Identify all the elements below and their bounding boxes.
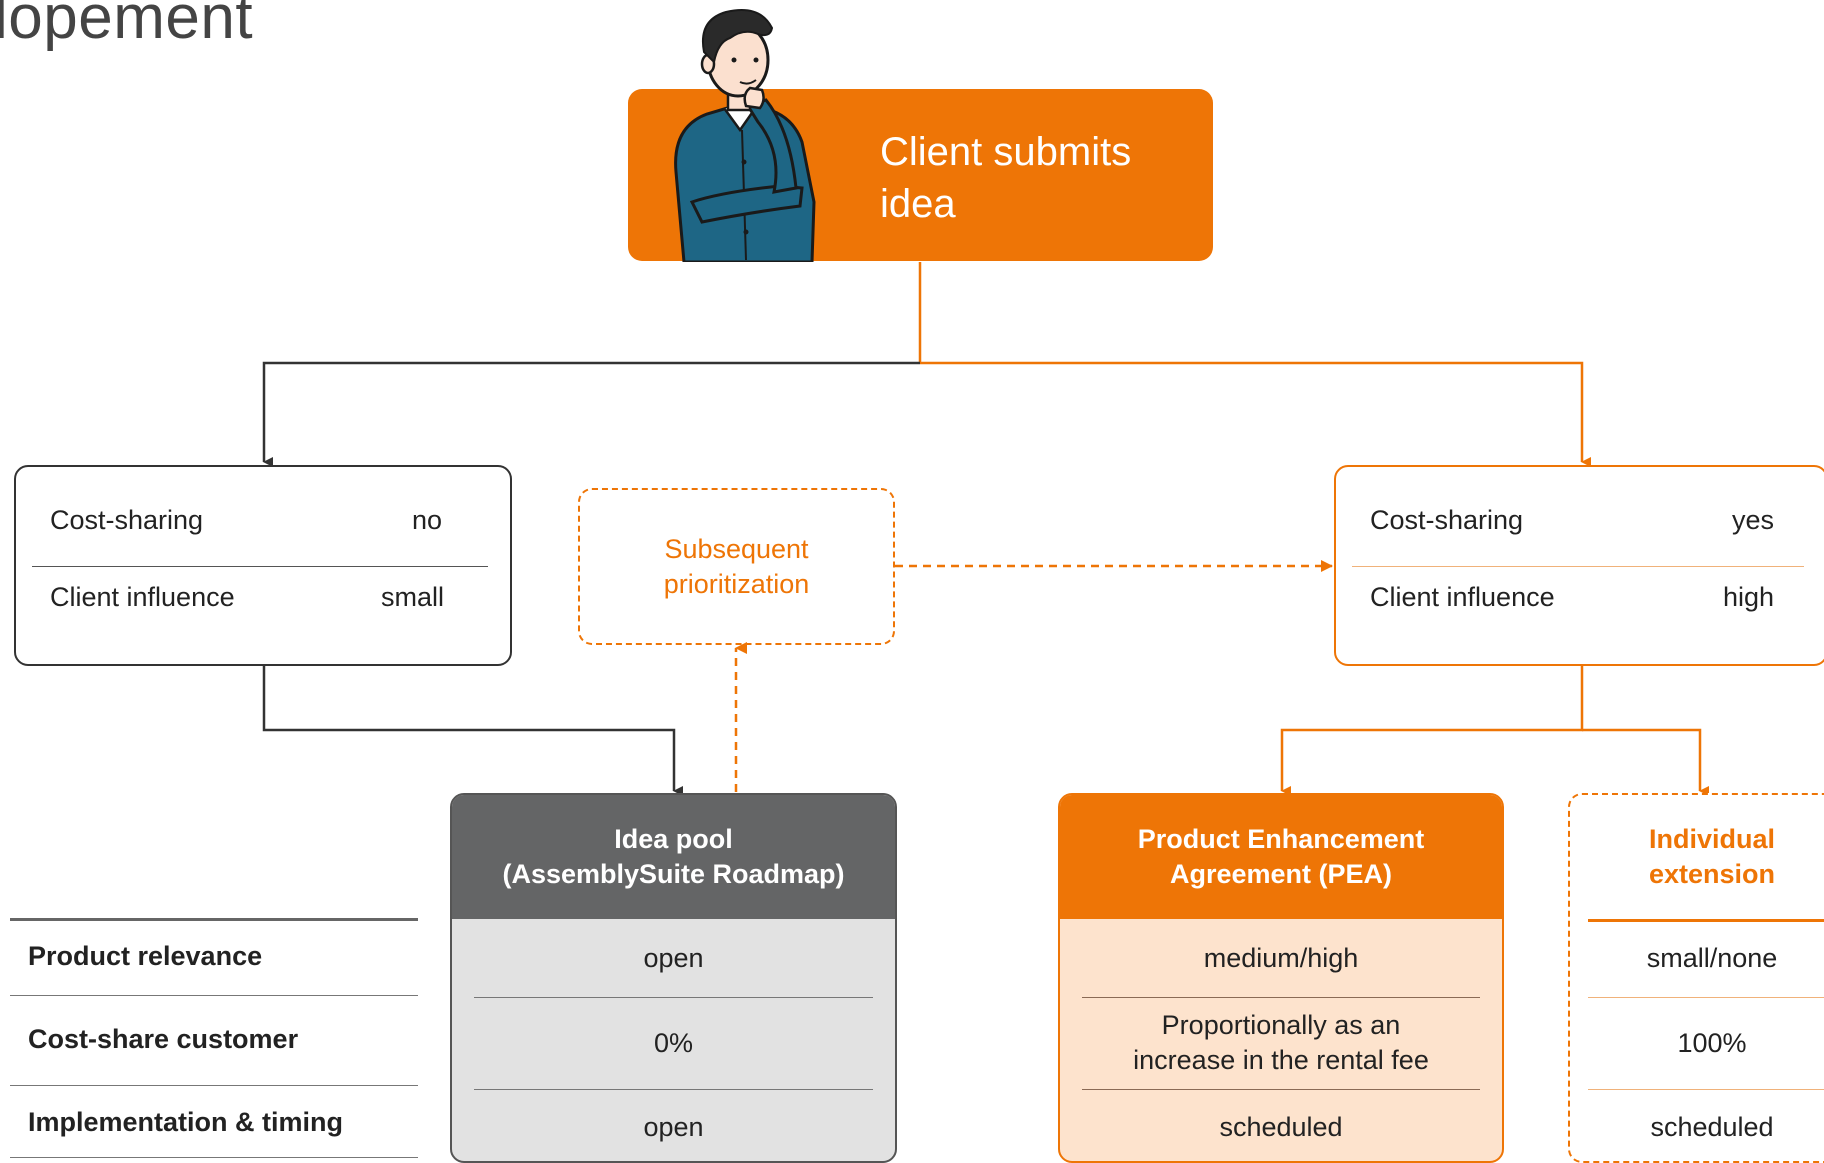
condition-value: yes [1731, 504, 1774, 535]
left-conditions-box: Cost-sharing no Client influence small [14, 465, 512, 666]
thinking-person-icon [674, 9, 816, 262]
row-label-implementation: Implementation & timing [28, 1107, 344, 1137]
pea-relevance: medium/high [1203, 942, 1359, 973]
pea-column: Product Enhancement Agreement (PEA) medi… [1058, 793, 1504, 1163]
idea-pool-column: Idea pool (AssemblySuite Roadmap) open 0… [450, 793, 897, 1163]
individual-cost-share: 100% [1677, 1027, 1747, 1058]
condition-value: no [411, 504, 442, 535]
subsequent-prioritization-label: Subsequent prioritization [663, 533, 810, 599]
idea-pool-title: Idea pool [614, 824, 733, 854]
individual-extension-header: Individual extension [1588, 795, 1824, 919]
condition-key: Cost-sharing [1370, 504, 1524, 535]
row-label-cost-share: Cost-share customer [28, 1024, 299, 1054]
divider [1588, 919, 1824, 922]
idea-pool-cost-share: 0% [653, 1027, 694, 1058]
idea-pool-body: open 0% open [452, 919, 895, 1161]
page-title: lopement [0, 0, 254, 52]
pea-body: medium/high Proportionally as an increas… [1060, 919, 1502, 1161]
idea-pool-header: Idea pool (AssemblySuite Roadmap) [452, 795, 895, 919]
condition-value: high [1722, 581, 1774, 612]
individual-implementation: scheduled [1650, 1111, 1774, 1142]
divider [474, 1089, 873, 1090]
individual-extension-subtitle: extension [1648, 859, 1776, 889]
connector-to-idea-pool [262, 666, 683, 796]
divider [1588, 997, 1824, 998]
pea-header: Product Enhancement Agreement (PEA) [1060, 795, 1502, 919]
row-label-divider [10, 1085, 418, 1086]
client-submits-label: Client submits idea [880, 130, 1132, 226]
condition-value: small [380, 581, 444, 612]
condition-key: Cost-sharing [50, 504, 204, 535]
divider [1082, 997, 1480, 998]
idea-pool-relevance: open [643, 942, 704, 973]
row-label-top-rule [10, 918, 418, 921]
individual-extension-column: Individual extension small/none 100% sch… [1568, 793, 1824, 1163]
individual-extension-title: Individual [1648, 824, 1775, 854]
right-client-influence-row: Client influence high [1336, 558, 1824, 636]
row-label-divider [10, 995, 418, 996]
divider [1352, 566, 1804, 567]
divider [32, 566, 488, 567]
divider [1588, 1089, 1824, 1090]
individual-relevance: small/none [1646, 942, 1778, 973]
divider [474, 997, 873, 998]
connector-to-left-conditions [262, 361, 920, 467]
condition-key: Client influence [1370, 581, 1555, 612]
connector-to-individual [1582, 728, 1709, 796]
left-client-influence-row: Client influence small [16, 558, 510, 636]
row-label-product-relevance: Product relevance [28, 941, 263, 971]
divider [1082, 1089, 1480, 1090]
individual-extension-body: small/none 100% scheduled [1588, 919, 1824, 1161]
pea-title: Product Enhancement [1137, 824, 1425, 854]
connector-to-pea [1280, 666, 1584, 796]
condition-key: Client influence [50, 581, 235, 612]
connector-to-right-conditions [920, 361, 1591, 467]
idea-pool-subtitle: (AssemblySuite Roadmap) [502, 859, 845, 889]
right-cost-sharing-row: Cost-sharing yes [1336, 481, 1824, 559]
subsequent-prioritization-box: Subsequent prioritization [578, 488, 895, 645]
pea-subtitle: Agreement (PEA) [1169, 859, 1393, 889]
pea-implementation: scheduled [1219, 1111, 1343, 1142]
row-label-bottom-rule [10, 1157, 418, 1158]
left-cost-sharing-row: Cost-sharing no [16, 481, 510, 559]
idea-pool-implementation: open [643, 1111, 704, 1142]
pea-cost-share: Proportionally as an increase in the ren… [1133, 1010, 1429, 1075]
right-conditions-box: Cost-sharing yes Client influence high [1334, 465, 1824, 666]
